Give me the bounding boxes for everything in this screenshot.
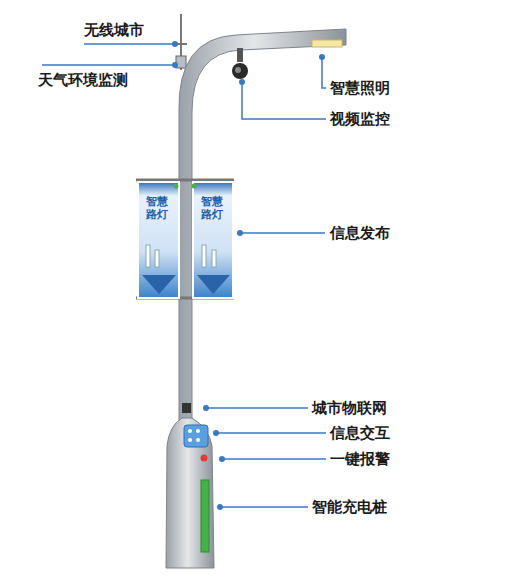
banner-text: 智慧路灯 bbox=[200, 196, 224, 221]
callout-label: 智慧照明 bbox=[330, 79, 390, 97]
banner-text: 智慧路灯 bbox=[145, 196, 169, 221]
callout-label: 智能充电桩 bbox=[312, 498, 387, 516]
callout-label: 信息发布 bbox=[330, 224, 390, 242]
callout-label: 一键报警 bbox=[330, 450, 390, 468]
callout-label: 无线城市 bbox=[84, 21, 144, 39]
callout-label: 天气环境监测 bbox=[38, 71, 128, 89]
callout-label: 信息交互 bbox=[330, 424, 390, 442]
callout-label: 城市物联网 bbox=[312, 399, 387, 417]
callout-label: 视频监控 bbox=[330, 110, 390, 128]
